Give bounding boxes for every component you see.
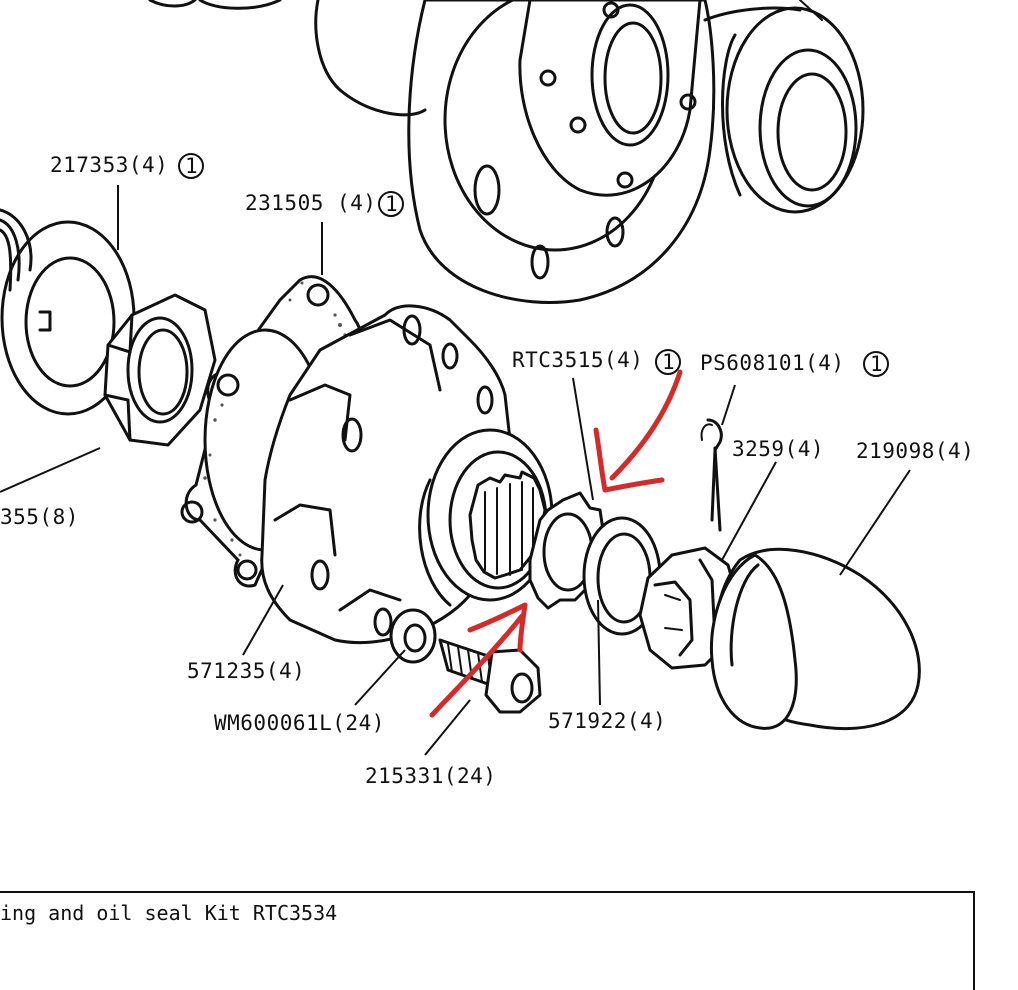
bearing-right: [703, 0, 865, 214]
label-217353: 217353(4): [50, 153, 168, 177]
note-mark-icon: 1: [655, 349, 681, 375]
hub-housing: [148, 0, 716, 304]
label-231505: 231505 (4): [245, 191, 376, 215]
note-mark-icon: 1: [378, 191, 404, 217]
label-3259: 3259(4): [732, 437, 824, 461]
annotation-arrows: [429, 369, 683, 718]
red-arrow-bottom: [429, 602, 528, 718]
label-355: 355(8): [0, 505, 79, 529]
note-mark-icon: 1: [178, 153, 204, 179]
splined-shaft: [468, 470, 547, 580]
red-arrow-top: [593, 369, 683, 493]
label-571922: 571922(4): [548, 709, 666, 733]
spring-washer-WM600061L: [389, 608, 437, 664]
hub-cap-219098: [709, 547, 921, 731]
part-labels: 217353(4) 1 231505 (4) 1 355(8) RTC3515(…: [0, 153, 974, 788]
lock-washer-217353: [0, 220, 136, 416]
svg-text:1: 1: [870, 352, 883, 376]
label-WM600061L: WM600061L(24): [214, 711, 385, 735]
label-RTC3515: RTC3515(4): [512, 348, 643, 372]
label-215331: 215331(24): [365, 764, 496, 788]
label-219098: 219098(4): [856, 439, 974, 463]
svg-text:1: 1: [662, 350, 675, 374]
label-571235: 571235(4): [187, 659, 305, 683]
partial-ring-left: [0, 208, 33, 292]
note-mark-icon: 1: [863, 351, 889, 377]
svg-text:1: 1: [185, 154, 198, 178]
note-box: ing and oil seal Kit RTC3534: [0, 891, 975, 990]
svg-text:1: 1: [385, 192, 398, 216]
leader-lines: [0, 185, 911, 756]
label-PS608101: PS608101(4): [700, 351, 845, 375]
note-text: ing and oil seal Kit RTC3534: [0, 901, 337, 925]
hex-nut-left: [103, 293, 217, 447]
split-pin-PS608101: [700, 418, 723, 532]
